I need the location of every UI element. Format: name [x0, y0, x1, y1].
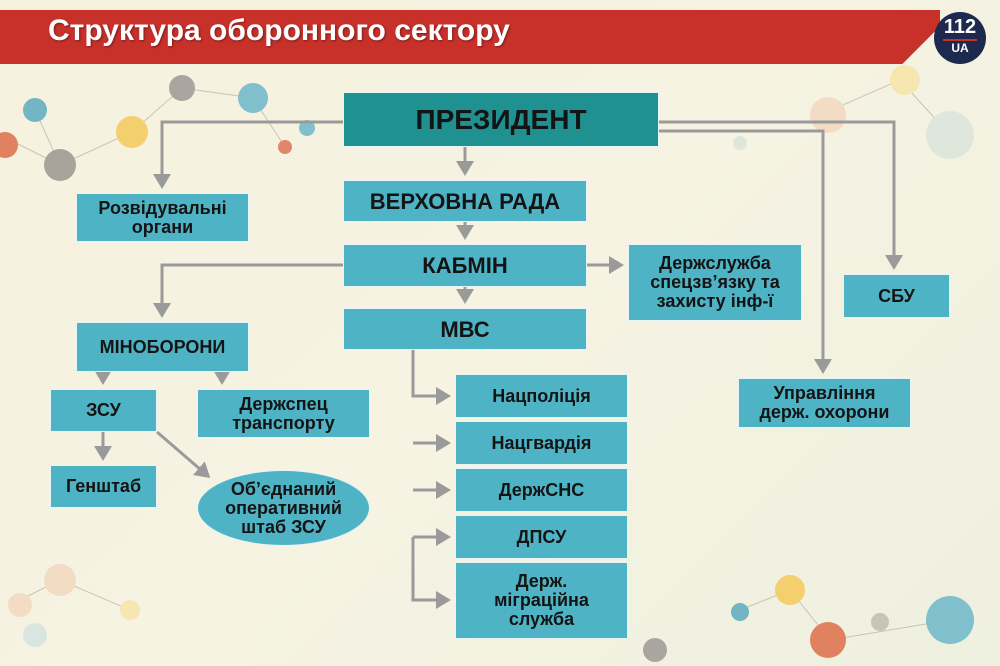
node-national-guard: Нацгвардія — [455, 421, 628, 465]
node-special-transport: Держспец транспорту — [197, 389, 370, 438]
connector-cabinet-defense — [153, 263, 343, 318]
node-label: МІНОБОРОНИ — [99, 336, 226, 357]
node-sbu: СБУ — [843, 274, 950, 318]
node-label: ВЕРХОВНА РАДА — [369, 188, 561, 214]
node-label: Держ. міграційна служба — [494, 571, 589, 629]
node-national-police: Нацполіція — [455, 374, 628, 418]
node-migration-service: Держ. міграційна служба — [455, 562, 628, 639]
connector-president-guard — [659, 129, 832, 374]
node-label: КАБМІН — [422, 253, 508, 278]
node-defense-ministry: МІНОБОРОНИ — [76, 322, 249, 372]
node-joint-hq: Об’єднаний оперативний штаб ЗСУ — [197, 470, 370, 546]
logo-number: 112 — [942, 15, 978, 41]
node-special-comms: Держслужба спецзв’язку та захисту інф-ї — [628, 244, 802, 321]
node-label: Нацгвардія — [491, 432, 592, 453]
node-label: МВС — [440, 316, 490, 342]
connector-president-intelligence — [153, 120, 343, 189]
connector-zsu-jointhq — [156, 430, 211, 478]
node-label: Генштаб — [65, 476, 142, 496]
node-parliament: ВЕРХОВНА РАДА — [343, 180, 587, 222]
page-title: Структура оборонного сектору — [48, 14, 510, 47]
node-label: ЗСУ — [86, 400, 121, 420]
node-cabinet: КАБМІН — [343, 244, 587, 287]
node-zsu: ЗСУ — [50, 389, 157, 432]
node-general-staff: Генштаб — [50, 465, 157, 508]
node-state-guard: Управління держ. охорони — [738, 378, 911, 428]
connector-president-sbu — [659, 120, 903, 270]
node-label: Держспец транспорту — [232, 393, 335, 433]
node-label: Об’єднаний оперативний штаб ЗСУ — [225, 478, 342, 537]
connector-mvs-migration — [411, 537, 451, 609]
node-label: ПРЕЗИДЕНТ — [415, 104, 587, 135]
node-label: Держслужба спецзв’язку та захисту інф-ї — [650, 253, 780, 311]
node-label: Розвідувальні органи — [98, 197, 227, 237]
node-mvs: МВС — [343, 308, 587, 350]
node-label: ДПСУ — [516, 526, 567, 547]
logo-suffix: UA — [951, 41, 969, 55]
connector-mvs-police — [411, 350, 451, 405]
node-intelligence: Розвідувальні органи — [76, 193, 249, 242]
node-label: СБУ — [878, 285, 915, 306]
node-label: ДержСНС — [498, 479, 585, 500]
node-label: Нацполіція — [492, 385, 591, 406]
header-banner — [0, 10, 940, 64]
node-border-service: ДПСУ — [455, 515, 628, 559]
node-president: ПРЕЗИДЕНТ — [343, 92, 659, 147]
node-emergency-service: ДержСНС — [455, 468, 628, 512]
node-label: Управління держ. охорони — [759, 383, 890, 422]
channel-logo: 112 UA — [934, 12, 986, 64]
